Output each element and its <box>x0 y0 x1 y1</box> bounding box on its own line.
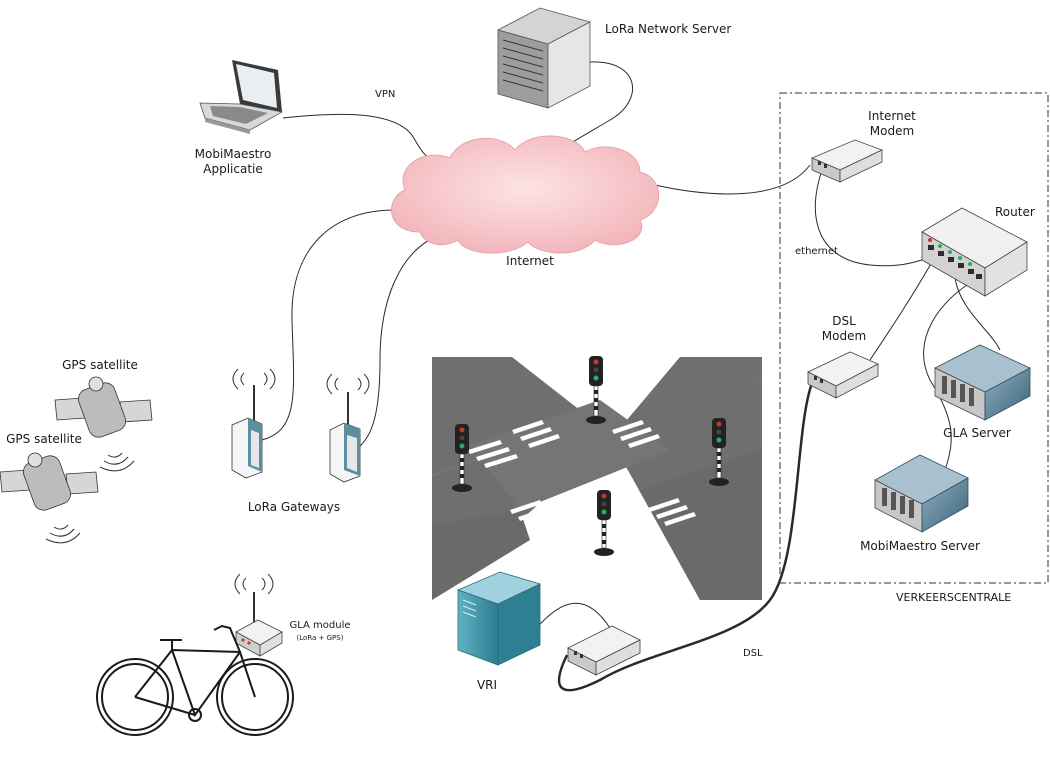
traffic-light-icon <box>586 356 606 424</box>
modem-icon <box>807 351 879 399</box>
label-dsl-modem-line1: DSL <box>832 314 856 328</box>
label-gps-satellite-2: GPS satellite <box>6 432 82 446</box>
ethernet-link <box>814 169 929 267</box>
modem-icon <box>567 625 641 676</box>
vri-link <box>534 602 611 631</box>
router-gla-server-link <box>954 277 1001 351</box>
label-vpn: VPN <box>375 89 395 100</box>
label-gla-module: GLA module <box>289 620 350 631</box>
router-icon <box>921 207 1028 297</box>
dsl-line <box>557 382 814 692</box>
vpn-link <box>282 113 441 161</box>
label-lora-network-server: LoRa Network Server <box>605 22 731 36</box>
router-dsl-modem-link <box>869 261 933 361</box>
rack-server-icon <box>874 454 969 533</box>
lora-gateway-icon <box>326 373 370 483</box>
lora-gateway-icon <box>231 368 276 479</box>
modem-icon <box>810 139 884 183</box>
label-mobimaestro-app-line2: Applicatie <box>203 162 262 176</box>
connection-lines <box>261 61 1001 692</box>
traffic-light-icon <box>594 490 614 556</box>
tower-server-icon <box>496 7 592 109</box>
label-lora-gateways: LoRa Gateways <box>248 500 340 514</box>
label-internet: Internet <box>506 254 554 268</box>
label-vri: VRI <box>477 678 497 692</box>
laptop-icon <box>199 60 284 134</box>
cabinet-icon <box>456 571 542 666</box>
verkeerscentrale-boundary <box>779 92 1049 584</box>
label-gps-satellite-1: GPS satellite <box>62 358 138 372</box>
rack-server-icon <box>934 344 1031 421</box>
gateway1-link <box>261 209 396 441</box>
label-verkeerscentrale: VERKEERSCENTRALE <box>896 591 1011 604</box>
label-dsl-modem-line2: Modem <box>822 329 866 343</box>
gateway2-link <box>354 234 441 451</box>
cloud-icon <box>391 135 660 254</box>
label-ethernet: ethernet <box>795 246 838 257</box>
gla-module-icon <box>234 573 283 657</box>
traffic-light-icon <box>709 418 729 486</box>
label-gla-module-sub: (LoRa + GPS) <box>297 634 344 642</box>
label-router: Router <box>995 205 1035 219</box>
labels: LoRa Network Server VPN MobiMaestro Appl… <box>6 22 1035 692</box>
bicycle-icon <box>96 624 294 736</box>
network-server-link <box>559 61 634 151</box>
satellite-icon <box>0 452 99 544</box>
intersection <box>432 357 762 600</box>
label-mobimaestro-server: MobiMaestro Server <box>860 539 980 553</box>
router-mobimaestro-server-link <box>923 279 976 471</box>
label-internet-modem-line1: Internet <box>868 109 916 123</box>
label-dsl: DSL <box>743 648 763 659</box>
internet-modem-link <box>654 164 811 195</box>
label-internet-modem-line2: Modem <box>870 124 914 138</box>
traffic-light-icon <box>452 424 472 492</box>
satellite-icon <box>54 376 153 472</box>
label-mobimaestro-app-line1: MobiMaestro <box>195 147 272 161</box>
label-gla-server: GLA Server <box>943 426 1011 440</box>
